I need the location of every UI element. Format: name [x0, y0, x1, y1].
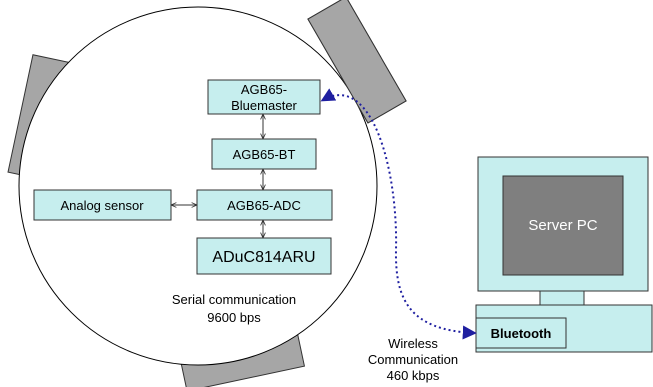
bluemaster-module: AGB65- Bluemaster — [207, 79, 321, 115]
serial-caption-line1: Serial communication — [172, 292, 296, 307]
bluetooth-label: Bluetooth — [491, 326, 552, 341]
server-pc-label: Server PC — [528, 217, 597, 234]
wireless-link-curve — [320, 88, 477, 340]
wireless-caption-line3: 460 kbps — [387, 368, 440, 383]
wireless-caption-line1: Wireless — [388, 336, 438, 351]
robot-chassis-circle — [18, 6, 378, 366]
bt-module: AGB65-BT — [211, 138, 317, 170]
bluemaster-label-line2: Bluemaster — [231, 98, 297, 113]
analog-sensor-label: Analog sensor — [60, 198, 144, 213]
bluemaster-label-line1: AGB65- — [241, 82, 287, 97]
adc-module: AGB65-ADC — [196, 189, 333, 221]
mcu-label: ADuC814ARU — [212, 249, 315, 266]
mcu-module: ADuC814ARU — [196, 237, 332, 275]
server-pc: Server PC Bluetooth — [475, 156, 653, 353]
bt-label: AGB65-BT — [233, 147, 296, 162]
wireless-caption-line2: Communication — [368, 352, 458, 367]
bluetooth-module — [475, 317, 567, 349]
serial-caption-line2: 9600 bps — [207, 310, 261, 325]
monitor-stand — [539, 290, 585, 306]
analog-sensor-module: Analog sensor — [33, 189, 172, 221]
monitor-screen — [502, 175, 624, 276]
adc-label: AGB65-ADC — [227, 198, 301, 213]
